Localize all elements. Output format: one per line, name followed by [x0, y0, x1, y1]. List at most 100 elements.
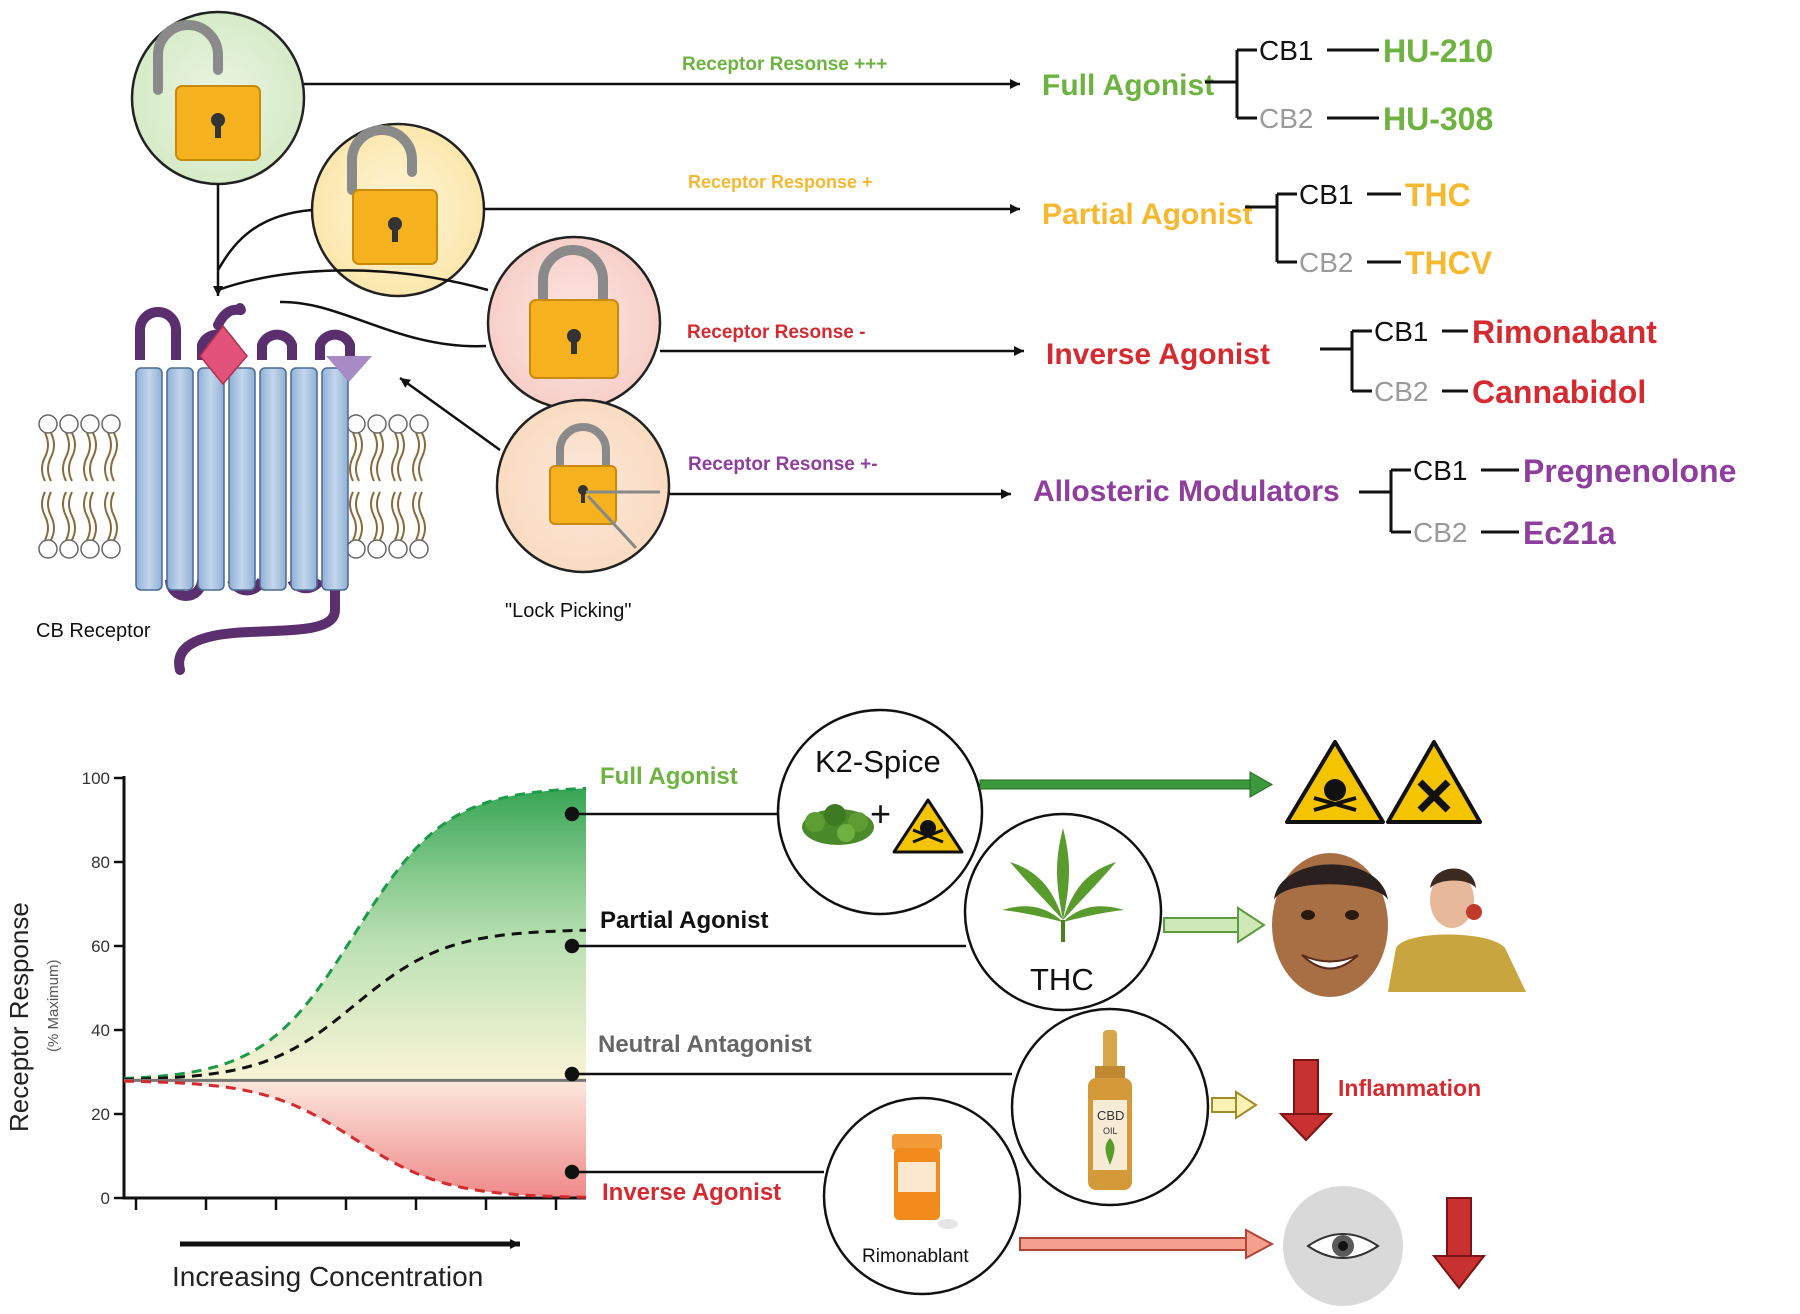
outcome-arrows — [979, 771, 1275, 1260]
top-section: CB Receptor "Lock Picking" Receptor Reso… — [36, 10, 1736, 675]
transmembrane-helix-6 — [290, 367, 318, 591]
cb2-label: CB2 — [1299, 247, 1353, 278]
y-tick-label: 100 — [82, 769, 110, 788]
class-label: Partial Agonist — [1042, 198, 1253, 231]
series-full — [123, 786, 587, 1080]
x-hazard-icon — [1386, 740, 1482, 824]
series-inverse — [123, 1079, 587, 1199]
thc-circle: THC — [963, 812, 1163, 1012]
person-eating-icon — [1388, 868, 1526, 992]
lock-circle-full — [130, 10, 306, 186]
cbd-bottle-label: CBD — [1097, 1108, 1124, 1123]
class-label: Allosteric Modulators — [1033, 475, 1340, 508]
green-outcome-arrow — [979, 771, 1274, 798]
receptor-response-rows: Receptor Resonse +++Full AgonistCB1CB2HU… — [304, 33, 1736, 551]
unlocked-padlock-icon — [347, 125, 438, 265]
eye-icon — [1283, 1186, 1403, 1306]
k2-spice-circle: K2-Spice + — [776, 708, 984, 916]
herb-pile-icon — [802, 804, 874, 845]
cb2-label: CB2 — [1374, 376, 1428, 407]
transmembrane-helix-7 — [321, 367, 349, 591]
down-arrow-icon — [1278, 1059, 1334, 1142]
allosteric-ligand-triangle — [326, 356, 372, 382]
response-label: Receptor Resonse +++ — [682, 54, 887, 75]
pill-bottle-icon — [892, 1134, 958, 1229]
receptor-bracket — [1205, 48, 1257, 120]
response-label: Receptor Resonse - — [687, 322, 865, 343]
lock-picking-icon — [549, 423, 660, 550]
cb1-label: CB1 — [1259, 35, 1313, 66]
yellow-outcome-arrow — [1211, 1090, 1258, 1120]
cb2-label: CB2 — [1413, 517, 1467, 548]
transmembrane-helix-3 — [197, 367, 225, 591]
cb1-label: CB1 — [1299, 179, 1353, 210]
cb1-ligand: THC — [1405, 177, 1471, 213]
red-outcome-arrow — [1019, 1228, 1275, 1260]
cbd-bottle-sub: OIL — [1103, 1126, 1118, 1136]
chart-y-sublabel: (% Maximum) — [45, 959, 62, 1052]
skull-hazard-icon — [1285, 740, 1385, 824]
response-label: Receptor Resonse +- — [688, 454, 878, 475]
cb1-ligand: Pregnenolone — [1523, 453, 1736, 489]
inflammation-label: Inflammation — [1338, 1075, 1481, 1101]
outcomes-section: K2-Spice + THC — [564, 708, 1526, 1306]
cannabis-leaf-icon — [1002, 828, 1124, 942]
transmembrane-helix-5 — [259, 367, 287, 591]
cb1-ligand: HU-210 — [1383, 33, 1493, 69]
receptor-bracket — [1245, 192, 1297, 264]
thc-label: THC — [1030, 962, 1094, 997]
lock-picking-label: "Lock Picking" — [505, 600, 631, 622]
cb2-ligand: Ec21a — [1523, 515, 1616, 551]
lock-to-receptor-connectors — [213, 184, 501, 452]
cbd-circle: CBD OIL — [1010, 1007, 1210, 1207]
lock-circle-allosteric — [495, 398, 671, 574]
y-tick-label: 80 — [91, 853, 110, 872]
receptor-bracket — [1359, 468, 1411, 534]
membrane-right — [346, 414, 429, 559]
response-label: Receptor Response + — [688, 172, 873, 192]
orthosteric-ligand-diamond — [199, 324, 248, 386]
cb2-ligand: Cannabidol — [1472, 374, 1646, 410]
series-partial — [123, 928, 587, 1081]
class-label: Full Agonist — [1042, 69, 1214, 102]
chart-connectors — [564, 806, 1012, 1180]
series-label-full: Full Agonist — [600, 763, 738, 790]
cb1-label: CB1 — [1413, 455, 1467, 486]
row-allosteric: Receptor Resonse +- Allosteric Modulators… — [669, 453, 1736, 551]
dropper-bottle-icon: CBD OIL — [1088, 1030, 1132, 1190]
cb2-label: CB2 — [1259, 103, 1313, 134]
y-tick-label: 0 — [101, 1189, 110, 1208]
y-tick-label: 20 — [91, 1105, 110, 1124]
class-label: Inverse Agonist — [1046, 338, 1270, 371]
membrane-left — [38, 414, 121, 559]
series-label-partial: Partial Agonist — [600, 907, 768, 934]
skull-hazard-icon — [892, 798, 964, 854]
unlocked-padlock-icon — [153, 20, 261, 161]
y-tick-label: 60 — [91, 937, 110, 956]
cb-receptor: CB Receptor — [36, 303, 429, 675]
smiling-face-icon — [1272, 853, 1388, 997]
down-arrow-icon — [1431, 1197, 1487, 1290]
k2-spice-label: K2-Spice — [815, 744, 941, 779]
rimonabant-circle: Rimonablant — [822, 1096, 1022, 1296]
chart-y-label: Receptor Response — [4, 902, 34, 1132]
locked-padlock-icon — [529, 245, 619, 379]
lightgreen-outcome-arrow — [1163, 906, 1266, 944]
receptor-bracket — [1320, 329, 1372, 393]
transmembrane-helix-1 — [135, 367, 163, 591]
series-label-neutral: Neutral Antagonist — [598, 1031, 812, 1058]
receptor-label: CB Receptor — [36, 620, 151, 642]
y-tick-label: 40 — [91, 1021, 110, 1040]
chart-x-label: Increasing Concentration — [172, 1261, 483, 1292]
series-label-inverse: Inverse Agonist — [602, 1179, 781, 1206]
rimonabant-label: Rimonablant — [862, 1246, 969, 1267]
cb1-label: CB1 — [1374, 316, 1428, 347]
transmembrane-helix-2 — [166, 367, 194, 591]
transmembrane-helix-4 — [228, 367, 256, 591]
cb2-ligand: THCV — [1405, 245, 1493, 281]
cb1-ligand: Rimonabant — [1472, 314, 1657, 350]
